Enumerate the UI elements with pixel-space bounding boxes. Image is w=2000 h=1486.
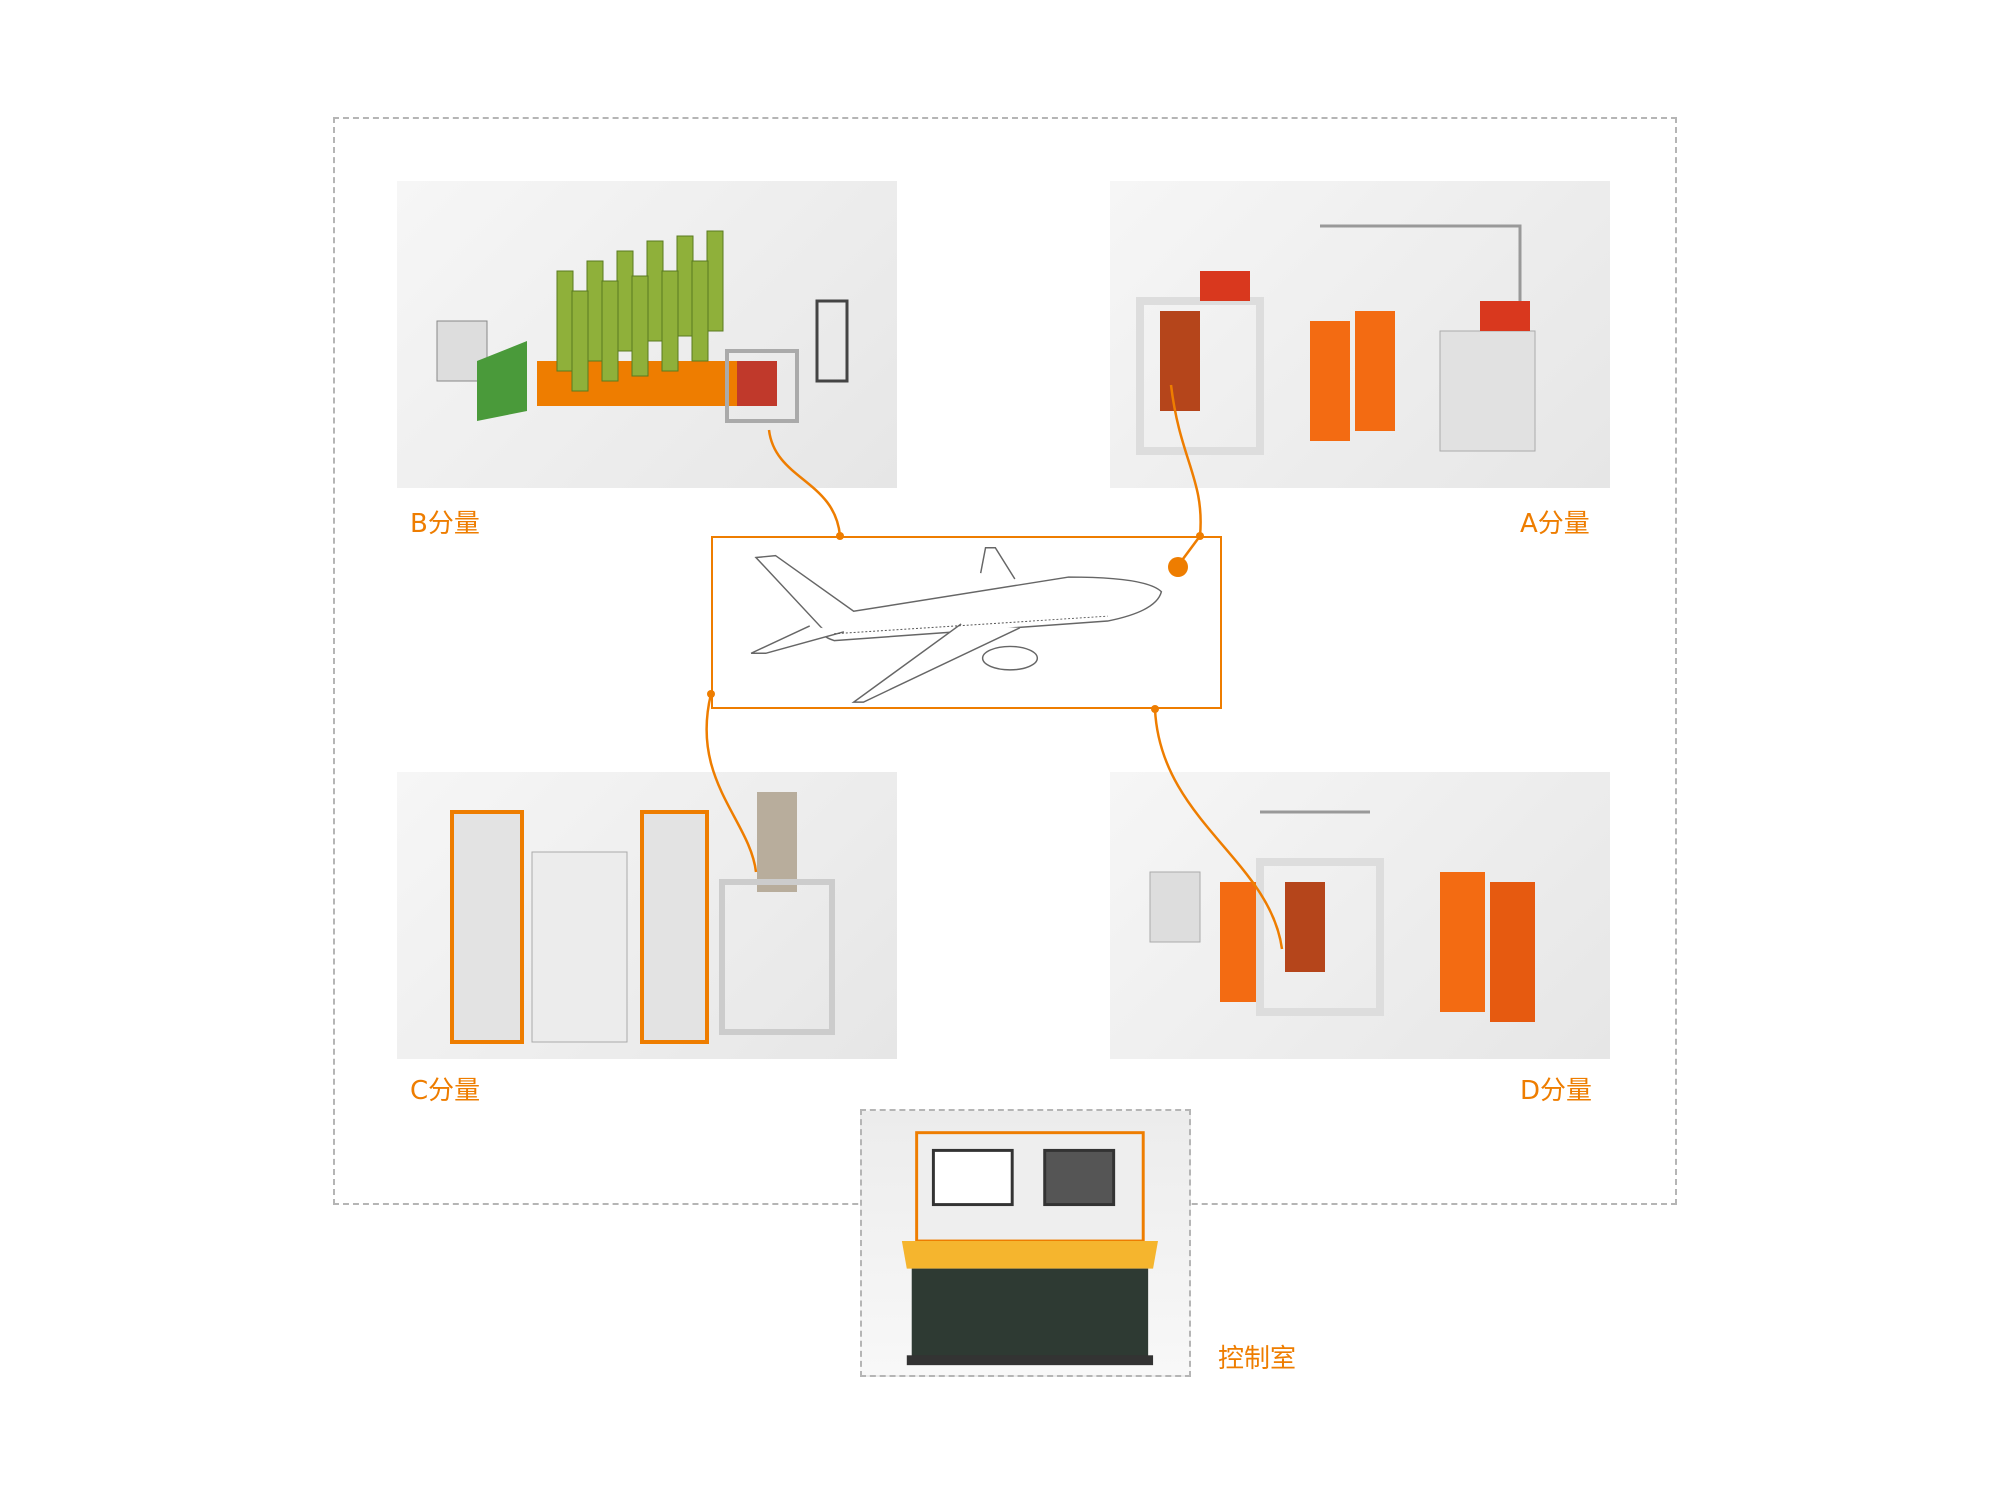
b-component-label: B分量 xyxy=(410,509,480,539)
c-component-label: C分量 xyxy=(410,1076,481,1106)
airplane-icon xyxy=(750,547,1163,703)
a-component-label: A分量 xyxy=(1520,509,1590,539)
b-component-image xyxy=(397,181,897,488)
d-component-label: D分量 xyxy=(1520,1076,1593,1106)
d-component-image xyxy=(1110,772,1610,1059)
aircraft-box xyxy=(711,536,1222,709)
a-component-image xyxy=(1110,181,1610,488)
control-room-label: 控制室 xyxy=(1218,1344,1297,1374)
c-component-image xyxy=(397,772,897,1059)
control-room-image xyxy=(860,1109,1191,1377)
